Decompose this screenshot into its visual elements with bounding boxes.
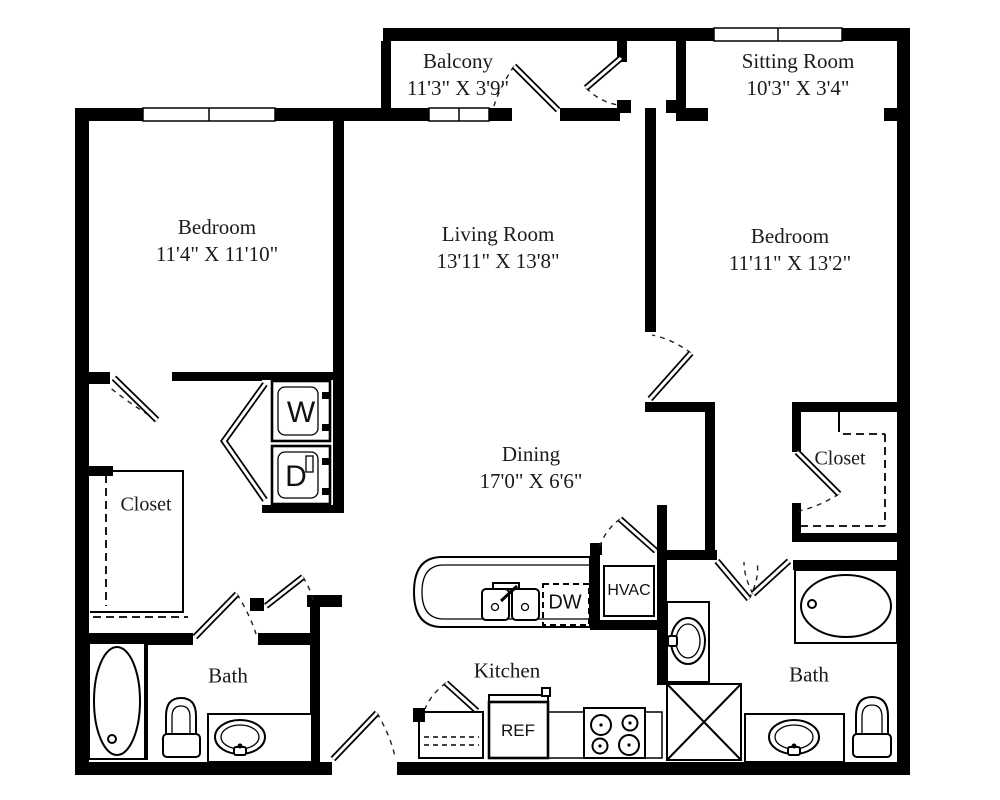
room-dims: 11'4" X 11'10" <box>155 242 279 266</box>
dryer <box>270 444 332 506</box>
room-dims: 11'3" X 3'9" <box>406 76 510 100</box>
washer-label: W <box>286 396 316 429</box>
hall-vanity-sink <box>666 601 710 683</box>
room-label-dining: Dining 17'0" X 6'6" <box>480 441 583 495</box>
hvac-label: HVAC <box>607 582 651 599</box>
hall-vanity-door <box>714 558 759 602</box>
bathtub-right <box>794 569 898 644</box>
balcony-railing-window <box>428 107 490 122</box>
room-label-bedroom-left: Bedroom 11'4" X 11'10" <box>156 214 278 268</box>
entry-door <box>330 710 396 762</box>
dishwasher <box>542 583 590 626</box>
bedroom-left-window <box>142 107 276 122</box>
room-name: Closet <box>814 447 866 470</box>
room-name: Kitchen <box>473 658 541 683</box>
toilet-right <box>852 695 892 758</box>
room-label-kitchen: Kitchen <box>474 658 540 685</box>
room-name: Sitting Room <box>741 49 855 73</box>
stove <box>547 707 663 759</box>
kitchen-sink <box>481 582 540 621</box>
room-dims: 11'11" X 13'2" <box>728 251 852 275</box>
room-name: Bath <box>208 663 248 688</box>
room-name: Bedroom <box>750 224 830 248</box>
room-label-bath-right: Bath <box>789 662 829 689</box>
dining-hall-door <box>598 516 659 554</box>
hvac-unit <box>603 565 655 617</box>
vanity-sink-left <box>207 713 313 763</box>
room-name: Living Room <box>441 222 555 246</box>
pantry <box>413 708 484 759</box>
room-label-bedroom-right: Bedroom 11'11" X 13'2" <box>729 223 851 277</box>
bedroom-right-door <box>647 334 694 402</box>
laundry-bifold-doors <box>220 382 268 502</box>
interior-walls <box>75 40 910 767</box>
dishwasher-label: DW <box>548 591 582 614</box>
bathtub-left <box>88 642 146 760</box>
room-name: Bath <box>789 662 829 687</box>
hall-living-door <box>263 574 315 609</box>
bath-right-door <box>743 558 792 597</box>
room-label-balcony: Balcony 11'3" X 3'9" <box>407 48 509 102</box>
dryer-label: D <box>285 460 307 493</box>
vestibule-door <box>583 55 624 106</box>
washer <box>270 379 332 443</box>
bath-left-door <box>192 591 257 640</box>
balcony-door <box>493 63 561 113</box>
windows <box>142 27 843 122</box>
pantry-door <box>424 680 480 714</box>
room-label-closet-left: Closet <box>120 492 171 519</box>
exterior-walls <box>75 28 910 775</box>
room-dims: 10'3" X 3'4" <box>746 76 850 100</box>
room-name: Closet <box>120 493 172 516</box>
doors <box>107 55 842 762</box>
room-label-closet-right: Closet <box>814 446 865 473</box>
sitting-room-window <box>713 27 843 42</box>
room-dims: 17'0" X 6'6" <box>479 469 583 493</box>
room-label-bath-left: Bath <box>208 663 248 690</box>
closet-left-shelving <box>90 470 188 618</box>
room-name: Bedroom <box>177 215 257 239</box>
closet-right-door <box>794 449 842 512</box>
room-label-living-room: Living Room 13'11" X 13'8" <box>436 221 559 275</box>
room-dims: 13'11" X 13'8" <box>436 249 560 273</box>
vanity-sink-right <box>744 713 845 763</box>
bedroom-left-door <box>107 375 160 423</box>
utility-box <box>666 683 742 761</box>
room-name: Balcony <box>423 49 493 73</box>
closet-right-shelving <box>800 433 886 527</box>
toilet-left <box>162 696 201 758</box>
refrigerator-label: REF <box>501 721 535 740</box>
room-label-sitting-room: Sitting Room 10'3" X 3'4" <box>742 48 855 102</box>
room-name: Dining <box>501 442 561 466</box>
